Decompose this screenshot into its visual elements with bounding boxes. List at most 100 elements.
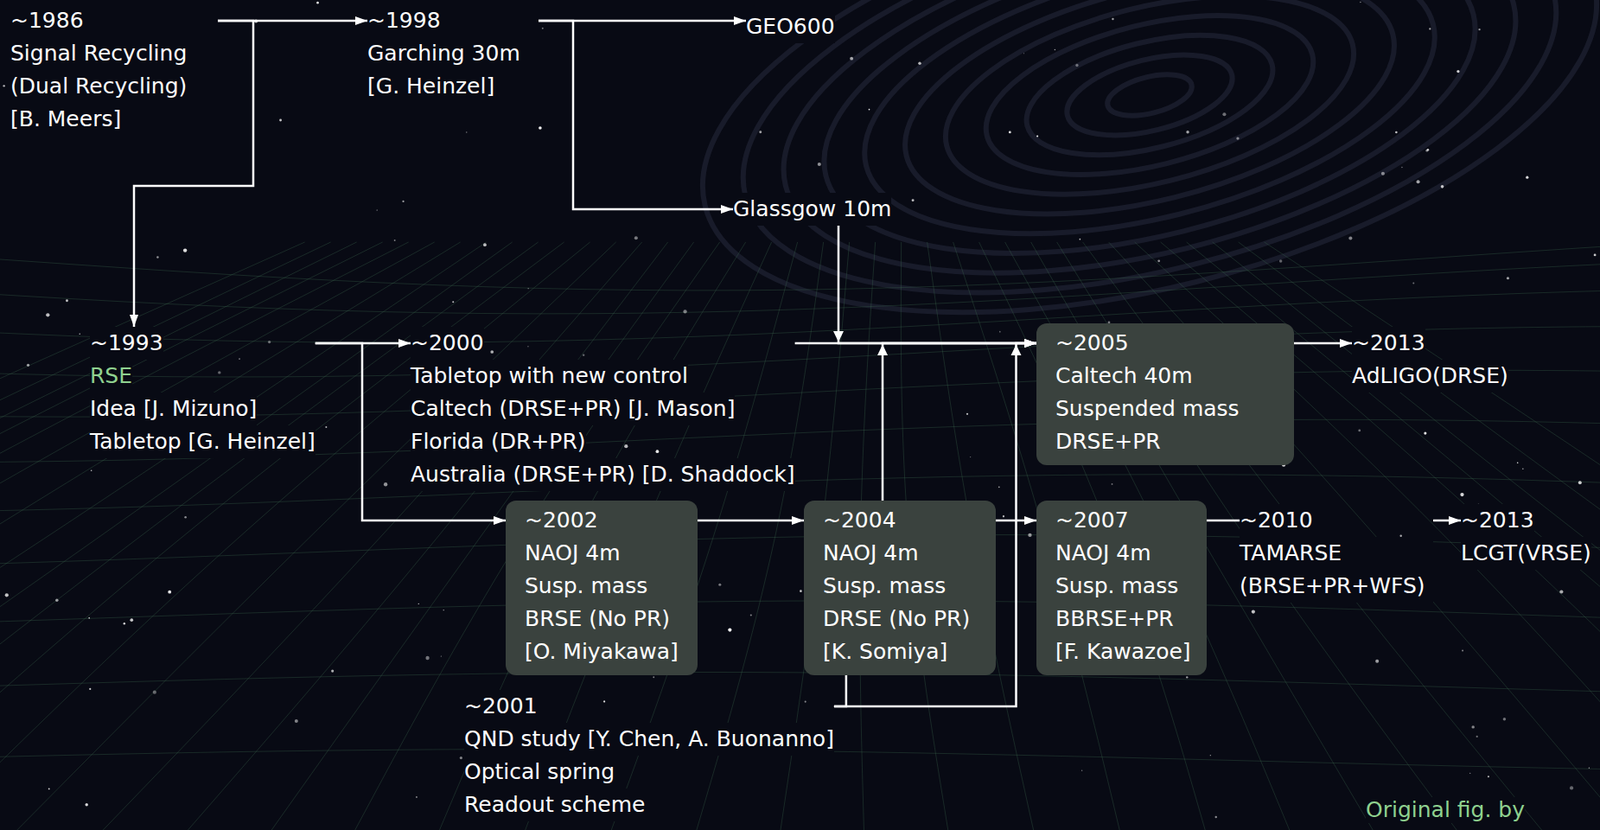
- star: [48, 788, 51, 791]
- entry-text: Optical spring: [464, 755, 615, 789]
- star: [415, 796, 418, 798]
- star: [1476, 735, 1479, 738]
- star: [1075, 63, 1078, 67]
- star: [966, 413, 969, 415]
- star: [1036, 134, 1039, 137]
- swirl-ring: [1058, 39, 1241, 150]
- star: [1522, 467, 1524, 469]
- entry-text: Idea [J. Mizuno]: [89, 392, 257, 426]
- timeline-arrow: [1206, 519, 1240, 523]
- star: [969, 456, 971, 458]
- star: [1588, 767, 1590, 769]
- star: [152, 690, 157, 695]
- grid-line: [0, 242, 487, 830]
- star: [804, 701, 807, 703]
- year-label: ~2005: [1055, 326, 1129, 360]
- timeline-entry: GEO600: [745, 10, 836, 44]
- credit-note: Original fig. by: [1365, 796, 1525, 823]
- star: [418, 603, 420, 605]
- star: [1251, 610, 1256, 614]
- star: [917, 62, 921, 65]
- timeline-entry: ~2013LCGT(VRSE): [1460, 503, 1592, 570]
- star: [582, 353, 585, 356]
- star: [1215, 815, 1218, 818]
- star: [624, 444, 628, 448]
- swirl-ring: [702, 0, 1596, 366]
- merge-arrowhead: [833, 331, 844, 343]
- star: [401, 200, 404, 203]
- star: [1471, 725, 1474, 728]
- star: [490, 350, 494, 354]
- star: [1412, 282, 1415, 285]
- entry-text: NAOJ 4m: [822, 536, 919, 570]
- star: [65, 299, 69, 302]
- entry-text: NAOJ 4m: [524, 536, 621, 570]
- entry-text: TAMARSE (BRSE+PR+WFS): [1239, 536, 1434, 603]
- entry-text: Caltech (DRSE+PR) [J. Mason]: [410, 392, 735, 426]
- timeline-box: ~2005Caltech 40mSuspended massDRSE+PR: [1036, 323, 1295, 466]
- entry-text: NAOJ 4m: [1055, 536, 1152, 570]
- star: [1210, 754, 1212, 756]
- star: [1357, 428, 1361, 432]
- star: [868, 108, 871, 111]
- grid-line: [0, 671, 1600, 692]
- star: [1157, 259, 1161, 262]
- entry-text: Tabletop with new control: [410, 359, 689, 393]
- entry-text: QND study [Y. Chen, A. Buonanno]: [464, 722, 835, 756]
- grid-line: [0, 600, 1600, 623]
- star: [1279, 259, 1282, 262]
- grid-line: [1031, 242, 1384, 830]
- star: [1381, 172, 1385, 176]
- star: [294, 719, 299, 723]
- star: [538, 126, 542, 130]
- grid-line: [0, 242, 409, 830]
- star: [156, 255, 160, 259]
- merge-arrowhead: [1011, 344, 1022, 357]
- timeline-arrow: [1433, 519, 1461, 523]
- timeline-entry: ~2010TAMARSE (BRSE+PR+WFS): [1239, 503, 1434, 603]
- entry-text: [F. Kawazoe]: [1055, 635, 1192, 669]
- grid-line: [0, 242, 539, 830]
- year-label: ~2010: [1239, 503, 1314, 537]
- star: [2, 84, 5, 87]
- year-label: ~2000: [410, 326, 485, 360]
- star: [1593, 254, 1597, 257]
- star: [1081, 770, 1083, 772]
- timeline-entry: ~2000Tabletop with new controlCaltech (D…: [410, 326, 796, 491]
- star: [634, 235, 638, 240]
- star: [459, 756, 463, 759]
- grid-line: [0, 242, 383, 830]
- grid-line: [0, 419, 1600, 462]
- entry-text: Tabletop [G. Heinzel]: [89, 425, 316, 459]
- star: [1395, 131, 1398, 134]
- entry-text: Garching 30m [G. Heinzel]: [367, 37, 539, 103]
- star: [998, 485, 1001, 488]
- star: [184, 516, 187, 519]
- year-label: ~1993: [89, 326, 164, 360]
- entry-text: BBRSE+PR: [1055, 602, 1174, 636]
- star: [1054, 49, 1057, 51]
- star: [45, 312, 50, 317]
- star: [656, 449, 660, 453]
- year-label: ~2013: [1351, 326, 1426, 360]
- star: [316, 1, 319, 5]
- star: [1023, 52, 1025, 54]
- entry-text: LCGT(VRSE): [1460, 536, 1592, 570]
- star: [1222, 112, 1226, 116]
- entry-text: Susp. mass: [822, 569, 946, 603]
- grid-line: [0, 242, 332, 830]
- star: [1487, 775, 1490, 778]
- star: [217, 370, 221, 374]
- star: [55, 598, 58, 601]
- star: [1111, 18, 1114, 20]
- entry-text: Suspended mass: [1055, 392, 1240, 426]
- entry-text: GEO600: [745, 10, 836, 44]
- star: [89, 688, 91, 690]
- star: [1111, 483, 1114, 485]
- merge-arrowhead: [877, 344, 888, 357]
- star: [758, 130, 762, 134]
- star: [279, 119, 282, 122]
- entry-text: DRSE (No PR): [822, 602, 970, 636]
- star: [1506, 276, 1510, 280]
